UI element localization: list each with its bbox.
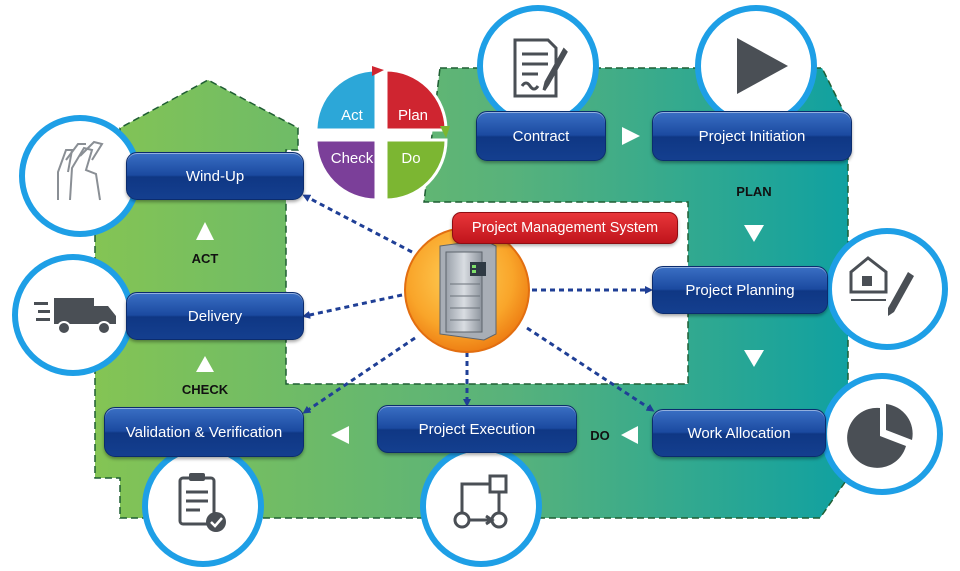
play-icon — [737, 38, 788, 94]
wind-up-button[interactable]: Wind-Up — [126, 152, 304, 200]
pdca-check-label: Check — [331, 150, 374, 167]
project-initiation-button[interactable]: Project Initiation — [652, 111, 852, 161]
delivery-button[interactable]: Delivery — [126, 292, 304, 340]
pdca-do-label: Do — [401, 150, 420, 167]
connector-delivery — [302, 293, 403, 319]
icon-circle-contract — [477, 5, 599, 127]
icon-circle-wind-up — [19, 115, 141, 237]
center-server — [404, 227, 530, 353]
pdca-act-segment — [314, 68, 378, 132]
icon-circle-project-planning — [826, 228, 948, 350]
house-plan-pencil-icon — [849, 256, 914, 316]
arrow-left-icon — [621, 426, 638, 444]
pdca-plan-segment — [384, 68, 448, 132]
connectors — [302, 194, 655, 414]
handshake-icon — [57, 140, 104, 201]
project-management-system-label: Project Management System — [452, 212, 678, 244]
pdca-check-segment — [314, 138, 378, 202]
arrow-right-icon — [622, 127, 640, 145]
connector-wind-up — [302, 194, 413, 254]
pdca-arrow-icon — [440, 126, 450, 138]
arrow-up-icon — [196, 222, 214, 240]
pie-chart-icon — [847, 404, 913, 468]
flow-arrows — [196, 127, 764, 444]
arrow-down-icon — [744, 350, 764, 367]
workflow-icon — [453, 474, 508, 529]
pdca-plan-label: Plan — [398, 107, 428, 124]
project-execution-button[interactable]: Project Execution — [377, 405, 577, 453]
phase-plan-label: PLAN — [736, 184, 771, 199]
arrow-left-icon — [331, 426, 349, 444]
pdca-act-label: Act — [341, 107, 364, 124]
server-rack-icon — [439, 239, 497, 341]
pdca-do-segment — [384, 138, 448, 202]
connector-validation — [302, 336, 416, 414]
phase-check-label: CHECK — [182, 382, 229, 397]
contract-sign-icon — [513, 38, 568, 98]
phase-act-label: ACT — [192, 251, 219, 266]
connector-work-allocation — [526, 326, 655, 412]
arrow-up-icon — [196, 356, 214, 372]
icon-circle-delivery — [12, 254, 134, 376]
project-planning-button[interactable]: Project Planning — [652, 266, 828, 314]
validation-verification-button[interactable]: Validation & Verification — [104, 407, 304, 457]
icon-circle-project-initiation — [695, 5, 817, 127]
phase-do-label: DO — [590, 428, 610, 443]
checklist-icon — [178, 473, 226, 532]
pdca-arrow-icon — [372, 66, 384, 76]
pdca-wheel: Act Plan Check Do — [314, 66, 450, 202]
icon-circle-validation — [142, 445, 264, 567]
delivery-truck-icon — [34, 298, 116, 335]
arrow-down-icon — [744, 225, 764, 242]
contract-button[interactable]: Contract — [476, 111, 606, 161]
work-allocation-button[interactable]: Work Allocation — [652, 409, 826, 457]
icon-circle-work-allocation — [821, 373, 943, 495]
icon-circle-project-execution — [420, 445, 542, 567]
